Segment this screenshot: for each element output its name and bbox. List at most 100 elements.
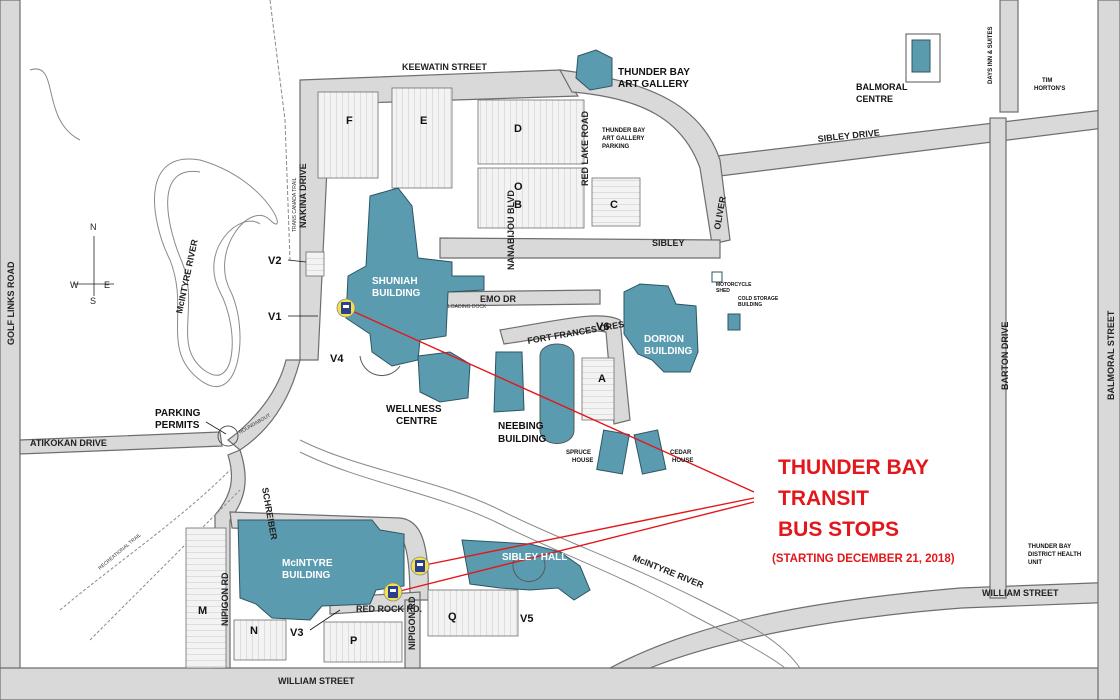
label-dorion-1: DORION [644,334,684,345]
balmoral-street [1097,0,1120,700]
barton-drive [989,117,1007,599]
label-neebing-2: BUILDING [498,434,547,445]
sibley-arc [512,559,546,582]
balmoral-centre-outline [905,33,941,83]
lot-c-area [591,177,641,227]
river-layer [29,0,801,669]
label-nanabijou-blvd: NANABIJOU BLVD [506,190,516,270]
label-red-lake-road: RED LAKE ROAD [580,110,590,186]
lot-letters: F E D O B C A M N P Q [198,115,618,647]
compass-s: S [90,296,96,306]
lot-a-area [581,357,615,421]
lot-m-area [185,527,227,669]
trans-canada-trail [269,0,291,261]
lot-v3: V3 [290,627,303,639]
label-spruce-2: HOUSE [572,458,593,464]
lot-b: B [514,199,522,211]
label-red-rock-rd: RED ROCK RD. [356,604,422,614]
label-william-street-bottom: WILLIAM STREET [278,676,355,686]
label-mcintyre-1: McINTYRE [282,558,333,569]
days-inn-road [999,0,1019,113]
label-trans-canada-trail: TRANS CANADA TRAIL [292,177,298,232]
lot-e: E [420,115,427,127]
lot-ob-area [477,167,585,229]
lot-v5: V5 [520,613,533,625]
label-atikokan-drive: ATIKOKAN DRIVE [30,438,107,448]
label-wellness-1: WELLNESS [386,404,442,415]
lot-c: C [610,199,618,211]
lot-v2-area [305,251,325,277]
lot-q: Q [448,611,457,623]
motorcycle-shed-shape [711,271,723,283]
balmoral-centre-shape [911,39,931,73]
callout-line-3 [395,501,755,593]
label-motorcycle-shed-2: SHED [716,288,730,294]
compass-e: E [104,280,110,290]
bus-stop-mcintyre-north[interactable] [410,556,430,576]
building-labels: THUNDER BAY ART GALLERY THUNDER BAY ART … [282,27,1081,581]
mcintyre-river-west-inner [167,170,261,376]
spruce-house-shape [596,429,630,475]
lot-v4: V4 [330,353,344,365]
bus-stop-mcintyre-south[interactable] [383,582,403,602]
label-art-gallery-1: THUNDER BAY [618,67,690,78]
label-recreational-trail: RECREATIONAL TRAIL [97,532,142,571]
parking-permits: PARKING PERMITS [155,408,227,435]
label-emo-dr: EMO DR [480,294,517,304]
label-wellness-2: CENTRE [396,416,437,427]
label-nipigon-rd-left: NIPIGON RD [220,572,230,626]
lot-a: A [598,373,606,385]
mcintyre-river-south-2 [299,451,786,669]
lot-v1: V1 [268,311,281,323]
shuniah-arc [359,355,401,376]
label-spruce-1: SPRUCE [566,450,591,456]
bus-stop-shuniah[interactable] [336,298,356,318]
label-barton-drive: BARTON DRIVE [1000,322,1010,390]
lot-d: D [514,123,522,135]
mcintyre-river-west [154,158,278,388]
lot-f-area [317,91,379,179]
label-cold-storage-1: COLD STORAGE [738,296,779,302]
lot-o: O [514,181,523,193]
label-shuniah-2: BUILDING [372,288,421,299]
mcintyre-building-shape [237,519,405,621]
label-balmoral-centre-1: BALMORAL [856,82,908,92]
label-cold-storage-2: BUILDING [738,302,762,308]
lot-f: F [346,115,353,127]
callout-line3: BUS STOPS [778,518,899,541]
lot-m: M [198,605,207,617]
lot-p: P [350,635,357,647]
label-art-gallery-parking-1: THUNDER BAY [602,128,645,134]
buildings-layer [237,39,931,621]
label-neebing-1: NEEBING [498,421,544,432]
compass: N S W E [70,222,114,306]
label-motorcycle-shed-1: MOTORCYCLE [716,282,752,288]
outlines-layer [217,33,941,582]
lot-v6: V6 [596,321,609,333]
compass-w: W [70,280,79,290]
label-golf-links-road: GOLF LINKS ROAD [6,261,16,345]
label-tim-hortons-2: HORTON'S [1034,86,1065,92]
label-mcintyre-river: McINTYRE RIVER [174,238,200,314]
callout-line1: THUNDER BAY [778,456,929,479]
atikokan-drive [19,431,223,455]
lot-n-area [233,619,287,661]
label-sibley-small: SIBLEY [652,238,685,248]
callout-line-1 [349,309,755,493]
callout-line2: TRANSIT [778,487,869,510]
sibley-drive [698,107,1120,177]
label-nakina-drive: NAKINA DRIVE [298,163,308,228]
callout-line-2 [419,497,755,567]
visitor-lots: V1 V2 V3 V4 V5 V6 [268,255,609,639]
label-health-unit-3: UNIT [1028,560,1042,566]
campus-loop-east [558,69,731,245]
label-tim-hortons-1: TIM [1042,78,1052,84]
label-nipigon-rd-right: NIPIGON RD [407,596,417,650]
label-art-gallery-2: ART GALLERY [618,79,689,90]
parking-layer [185,87,641,669]
callout-lines [349,309,755,593]
lot-e-area [391,87,453,189]
lot-v2: V2 [268,255,281,267]
nakina-drive [227,359,301,451]
